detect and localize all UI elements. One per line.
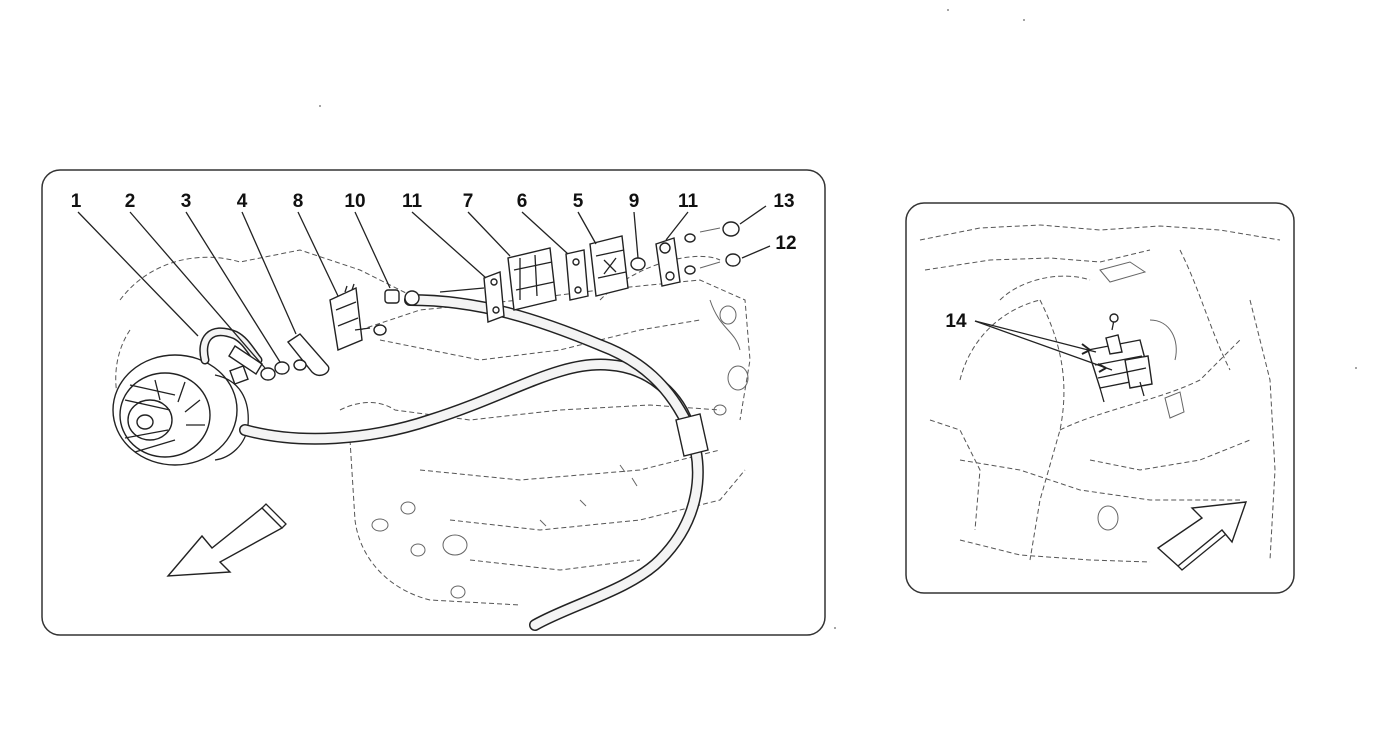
main-panel-frame (41, 169, 826, 636)
callout-6: 6 (517, 191, 528, 212)
nut-10 (384, 289, 400, 304)
callout-8: 8 (293, 191, 304, 212)
washer-3 (274, 361, 290, 375)
hardware-parts (260, 221, 741, 381)
arrow-down-left-icon (166, 503, 287, 577)
callout-5: 5 (573, 191, 584, 212)
connector-block-14 (1087, 313, 1153, 403)
nut-13 (722, 221, 740, 237)
callout-14: 14 (945, 311, 967, 332)
main-panel: 1 2 3 4 8 10 11 7 6 5 9 11 13 12 (41, 169, 826, 636)
callout-12: 12 (775, 233, 796, 254)
nut-12 (725, 253, 741, 267)
callout-11-right: 11 (678, 191, 699, 212)
main-battery-cable (199, 294, 709, 631)
washer-2 (260, 367, 276, 381)
detail-panel-frame (905, 202, 1295, 594)
engine-block-sketch (115, 249, 751, 606)
leader-lines-main (77, 205, 771, 369)
detail-panel: 14 (905, 202, 1295, 594)
fuse-holder-5 (589, 235, 629, 297)
scan-specks (319, 9, 1357, 629)
callout-11-left: 11 (402, 191, 423, 212)
callout-3: 3 (181, 191, 192, 212)
insulator-6 (565, 249, 589, 301)
alternator (112, 354, 249, 466)
callout-10: 10 (344, 191, 365, 212)
callout-9: 9 (629, 191, 640, 212)
arrow-up-right-icon (1156, 501, 1248, 571)
callouts-main: 1 2 3 4 8 10 11 7 6 5 9 11 13 12 (71, 191, 797, 254)
leader-lines-detail (974, 320, 1113, 373)
callout-7: 7 (463, 191, 474, 212)
terminal-4 (286, 333, 330, 376)
callout-13: 13 (773, 191, 794, 212)
nut-9 (630, 257, 646, 271)
callout-1: 1 (71, 191, 82, 212)
callout-4: 4 (237, 191, 248, 212)
vehicle-interior-sketch (919, 224, 1281, 563)
junction-block-7 (507, 247, 557, 311)
callout-2: 2 (125, 191, 136, 212)
